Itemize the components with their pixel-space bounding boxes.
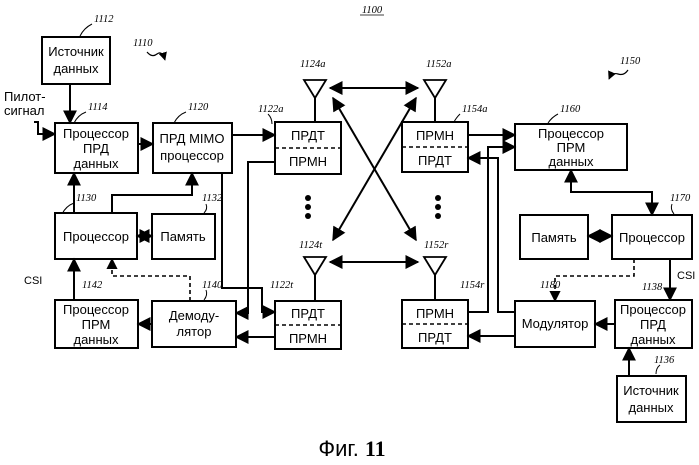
tx-data-processor-right-line2: ПРД: [640, 317, 666, 332]
ref-rx-data-l: 1142: [82, 280, 103, 291]
transceiver-1154a-rx: ПРМН: [416, 128, 454, 143]
rx-data-processor-right-line2: ПРМ: [557, 140, 586, 155]
transceiver-1122t-rx: ПРМН: [289, 331, 327, 346]
transceiver-1122t-tx: ПРДТ: [291, 306, 325, 321]
ref-ant-rr: 1152r: [424, 240, 449, 251]
data-source-tx-line2: данных: [53, 61, 99, 76]
antenna-1152r-icon: [424, 257, 446, 275]
ref-rx-system: 1150: [620, 56, 641, 67]
memory-right-label: Память: [531, 230, 577, 245]
ref-tu-t: 1122t: [270, 280, 294, 291]
tx-data-processor-line2: ПРД: [83, 141, 109, 156]
processor-right-label: Процессор: [619, 230, 685, 245]
tx-data-processor-right-line1: Процессор: [620, 302, 686, 317]
rx-data-processor-left-line1: Процессор: [63, 302, 129, 317]
antenna-1124t-icon: [304, 257, 326, 275]
ref-ant-ra: 1152a: [426, 59, 451, 70]
transceiver-1122a-tx: ПРДТ: [291, 128, 325, 143]
ref-src-tx: 1112: [94, 14, 114, 25]
rx-data-processor-right-line1: Процессор: [538, 126, 604, 141]
figure-caption-number: 11: [365, 436, 386, 461]
csi-right-label: CSI: [677, 270, 695, 282]
demodulator-line1: Демоду-: [169, 308, 219, 323]
data-source-tx-line1: Источник: [48, 44, 104, 59]
ref-tu-a: 1122a: [258, 104, 283, 115]
ref-ru-a: 1154a: [462, 104, 487, 115]
rx-data-processor-right-line3: данных: [548, 154, 594, 169]
modulator-label: Модулятор: [522, 316, 589, 331]
ref-mimo: 1120: [188, 102, 209, 113]
ref-mem-l: 1132: [202, 193, 223, 204]
pilot-label-line2: сигнал: [4, 103, 45, 118]
demodulator-line2: лятор: [177, 324, 212, 339]
figure-caption-prefix: Фиг.: [318, 436, 358, 461]
tx-data-processor-line1: Процессор: [63, 126, 129, 141]
figure-number: 1100: [362, 5, 383, 16]
antenna-1124a-icon: [304, 80, 326, 98]
mimo-processor-line1: ПРД MIMO: [160, 131, 225, 146]
processor-left-label: Процессор: [63, 229, 129, 244]
data-source-right-line2: данных: [628, 400, 674, 415]
ref-tx-proc-r: 1138: [642, 282, 663, 293]
memory-left-label: Память: [160, 229, 206, 244]
figure-caption: Фиг. 11: [318, 436, 385, 461]
tx-data-processor-right-line3: данных: [630, 332, 676, 347]
rx-data-processor-left-line2: ПРМ: [82, 317, 111, 332]
transceiver-1154r-rx: ПРМН: [416, 306, 454, 321]
transceiver-1154a-tx: ПРДТ: [418, 153, 452, 168]
ref-mod: 1180: [540, 280, 561, 291]
ref-src-r: 1136: [654, 355, 675, 366]
transceiver-1154r-tx: ПРДТ: [418, 330, 452, 345]
antenna-1152a-icon: [424, 80, 446, 98]
ref-proc-l: 1130: [76, 193, 97, 204]
ref-rx-proc-r: 1160: [560, 104, 581, 115]
ref-ru-r: 1154r: [460, 280, 485, 291]
data-source-right-line1: Источник: [623, 383, 679, 398]
mimo-processor-line2: процессор: [160, 148, 224, 163]
ref-ant-a: 1124a: [300, 59, 325, 70]
pilot-label-line1: Пилот-: [4, 89, 46, 104]
transceiver-1122a-rx: ПРМН: [289, 154, 327, 169]
ref-demod: 1140: [202, 280, 223, 291]
rx-data-processor-left-line3: данных: [73, 332, 119, 347]
ref-ant-t: 1124t: [299, 240, 323, 251]
tx-data-processor-line3: данных: [73, 156, 119, 171]
ref-tx-system: 1110: [133, 38, 153, 49]
csi-left-label: CSI: [24, 275, 42, 287]
ref-proc-r: 1170: [670, 193, 691, 204]
ref-tx-proc: 1114: [88, 102, 108, 113]
